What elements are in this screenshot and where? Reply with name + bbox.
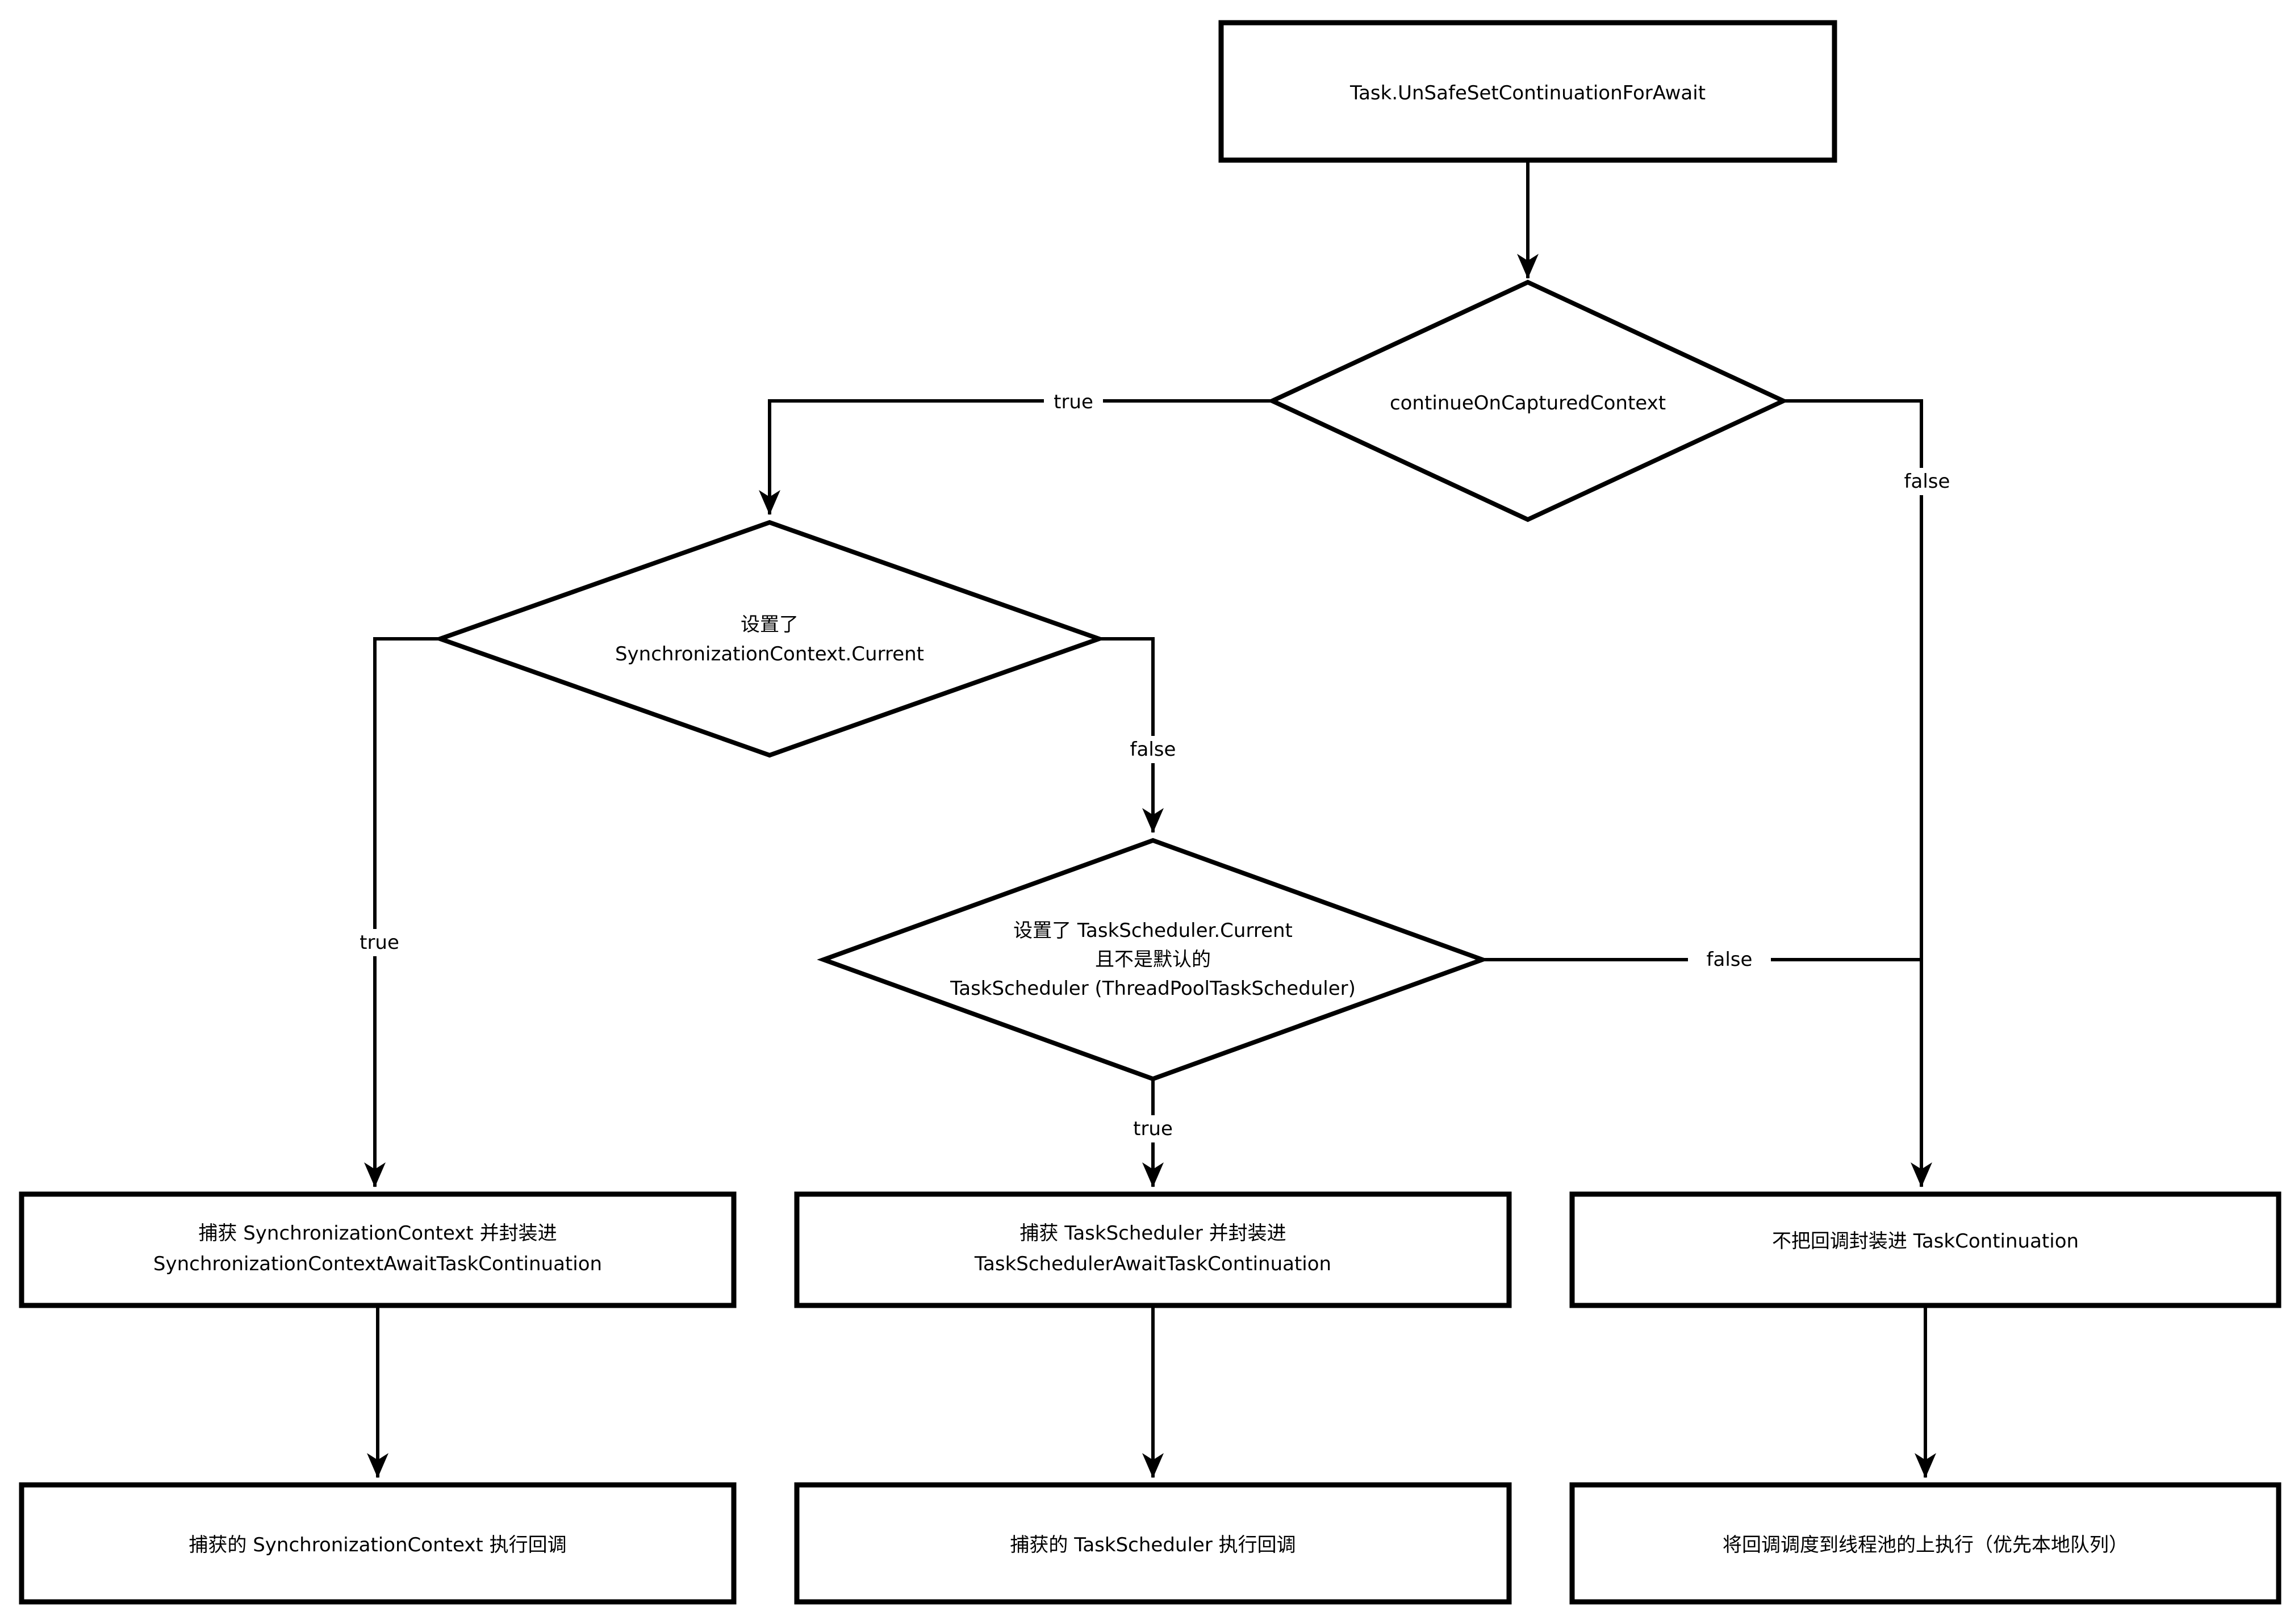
edge-label-sync-false: false: [1130, 738, 1176, 761]
edge-label-continue-true: true: [1054, 391, 1093, 413]
no-wrap-label: 不把回调封装进 TaskContinuation: [1772, 1230, 2079, 1253]
edge-continue-false: [1783, 399, 1932, 1187]
execute-scheduler-box: [794, 1482, 1512, 1605]
sync-decision-line1: 设置了: [741, 613, 799, 636]
edge-label-bg: [1111, 736, 1194, 763]
capture-sync-line2: SynchronizationContextAwaitTaskContinuat…: [153, 1253, 602, 1275]
execute-scheduler-label: 捕获的 TaskScheduler 执行回调: [1010, 1534, 1296, 1556]
scheduler-decision-line1: 设置了 TaskScheduler.Current: [1013, 919, 1293, 942]
start-label: Task.UnSafeSetContinuationForAwait: [1349, 82, 1706, 104]
edge-label-scheduler-false: false: [1707, 948, 1753, 971]
capture-sync-line1: 捕获 SynchronizationContext 并封装进: [198, 1222, 557, 1245]
no-wrap-box: [1569, 1191, 2281, 1308]
node-decision-task-scheduler: 设置了 TaskScheduler.Current 且不是默认的 TaskSch…: [817, 838, 1489, 1082]
node-decision-continue-on-captured-context: continueOnCapturedContext: [1267, 279, 1789, 522]
node-no-task-continuation: 不把回调封装进 TaskContinuation: [1569, 1191, 2281, 1308]
capture-scheduler-line2: TaskSchedulerAwaitTaskContinuation: [974, 1253, 1331, 1275]
edge-label-continue-false: false: [1904, 470, 1950, 493]
continue-decision-diamond: [1267, 279, 1789, 522]
continue-decision-label: continueOnCapturedContext: [1390, 392, 1666, 415]
edge-sync-false: [1099, 637, 1164, 833]
edge-label-sync-true: true: [360, 931, 399, 954]
execute-sync-label: 捕获的 SynchronizationContext 执行回调: [189, 1534, 566, 1556]
node-start: Task.UnSafeSetContinuationForAwait: [1218, 20, 1837, 163]
edge-label-bg: [349, 929, 410, 956]
sync-decision-diamond: [433, 520, 1106, 758]
thread-pool-label: 将回调调度到线程池的上执行（优先本地队列）: [1723, 1534, 2128, 1556]
scheduler-decision-diamond: [817, 838, 1489, 1082]
node-schedule-on-thread-pool: 将回调调度到线程池的上执行（优先本地队列）: [1569, 1482, 2281, 1605]
edge-label-bg: [1122, 1115, 1184, 1142]
node-decision-synchronization-context: 设置了 SynchronizationContext.Current: [433, 520, 1106, 758]
sync-decision-line2: SynchronizationContext.Current: [615, 643, 924, 665]
capture-scheduler-box: [794, 1191, 1512, 1308]
edge-labels: true false true false true false: [349, 387, 1969, 1144]
scheduler-decision-line2: 且不是默认的: [1095, 948, 1211, 971]
capture-sync-box: [19, 1191, 737, 1308]
edge-label-bg: [1044, 388, 1103, 416]
node-capture-task-scheduler: 捕获 TaskScheduler 并封装进 TaskSchedulerAwait…: [794, 1191, 1512, 1308]
capture-scheduler-line1: 捕获 TaskScheduler 并封装进: [1019, 1222, 1286, 1245]
edge-label-bg: [1688, 946, 1771, 973]
node-capture-synchronization-context: 捕获 SynchronizationContext 并封装进 Synchroni…: [19, 1191, 737, 1308]
edge-continue-true: [759, 399, 1272, 515]
edge-sync-true: [364, 637, 440, 1187]
scheduler-decision-line3: TaskScheduler (ThreadPoolTaskScheduler): [950, 977, 1356, 1000]
node-execute-on-task-scheduler: 捕获的 TaskScheduler 执行回调: [794, 1482, 1512, 1605]
thread-pool-box: [1569, 1482, 2281, 1605]
node-execute-on-synchronization-context: 捕获的 SynchronizationContext 执行回调: [19, 1482, 737, 1605]
start-box: [1218, 20, 1837, 163]
edge-label-bg: [1886, 468, 1969, 495]
execute-sync-box: [19, 1482, 737, 1605]
edge-label-scheduler-true: true: [1133, 1117, 1173, 1140]
